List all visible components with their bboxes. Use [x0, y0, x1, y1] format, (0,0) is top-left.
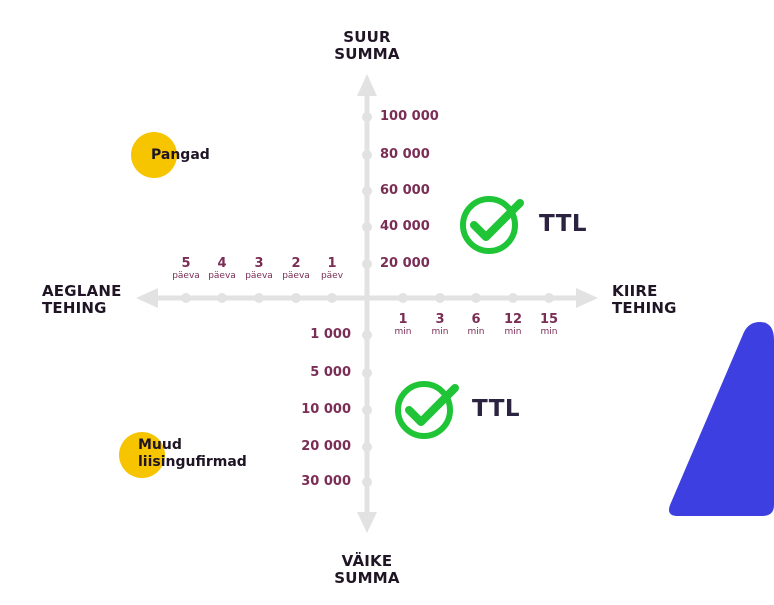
axis-title-line: TEHING — [612, 299, 677, 317]
tick-dot — [362, 405, 372, 415]
tick-number: 1 — [327, 256, 337, 271]
axis-arrow-down — [357, 512, 377, 533]
axis-title-line: TEHING — [42, 299, 107, 317]
minute-tick: 15 min — [529, 312, 569, 338]
ttl-label-lower: TTL — [472, 396, 521, 422]
axis-title-line: SUUR — [343, 28, 391, 46]
banks-label: Pangad — [151, 147, 210, 163]
vertical-tick-dots — [362, 112, 372, 487]
axis-title-line: KIIRE — [612, 282, 658, 300]
leasing-marker — [119, 432, 165, 478]
banks-marker — [131, 132, 177, 178]
tick-unit: päeva — [208, 271, 236, 281]
leasing-label: Muud liisingufirmad — [138, 437, 247, 471]
amount-label: 5 000 — [310, 365, 351, 380]
tick-number: 12 — [503, 312, 523, 327]
horizontal-tick-dots — [181, 293, 554, 303]
tick-dot — [362, 112, 372, 122]
ttl-label-upper: TTL — [539, 211, 588, 237]
minute-tick: 3 min — [420, 312, 460, 338]
axis-arrow-left — [136, 288, 158, 308]
tick-dot — [544, 293, 554, 303]
tick-unit: päeva — [245, 271, 273, 281]
axis-title-right: KIIRE TEHING — [612, 283, 677, 317]
tick-dot — [362, 150, 372, 160]
day-tick: 4 päeva — [202, 256, 242, 282]
tick-unit: min — [540, 327, 558, 337]
tick-dot — [471, 293, 481, 303]
tick-dot — [362, 442, 372, 452]
tick-number: 4 — [217, 256, 227, 271]
tick-number: 1 — [398, 312, 408, 327]
tick-dot — [398, 293, 408, 303]
tick-dot — [362, 222, 372, 232]
amount-label: 100 000 — [380, 109, 439, 124]
check-icon — [395, 381, 459, 439]
amount-label: 20 000 — [380, 256, 430, 271]
day-tick: 5 päeva — [166, 256, 206, 282]
accent-shape — [669, 322, 774, 516]
tick-number: 6 — [471, 312, 481, 327]
tick-number: 5 — [181, 256, 191, 271]
tick-dot — [362, 477, 372, 487]
tick-dot — [291, 293, 301, 303]
axis-arrow-up — [357, 74, 377, 96]
amount-label: 80 000 — [380, 147, 430, 162]
tick-unit: min — [467, 327, 485, 337]
tick-unit: min — [394, 327, 412, 337]
minute-tick: 6 min — [456, 312, 496, 338]
axis-title-left: AEGLANE TEHING — [42, 283, 122, 317]
tick-number: 3 — [254, 256, 264, 271]
axis-title-line: SUMMA — [334, 45, 400, 63]
tick-dot — [217, 293, 227, 303]
tick-dot — [327, 293, 337, 303]
check-icon — [460, 196, 524, 254]
leasing-label-line: liisingufirmad — [138, 454, 247, 470]
axis-title-line: VÄIKE — [341, 552, 393, 570]
amount-label: 20 000 — [301, 439, 351, 454]
tick-unit: päeva — [282, 271, 310, 281]
axis-title-top: SUUR SUMMA — [0, 29, 734, 63]
tick-dot — [362, 259, 372, 269]
day-tick: 1 päev — [312, 256, 352, 282]
minute-tick: 1 min — [383, 312, 423, 338]
axis-title-line: SUMMA — [334, 569, 400, 587]
minute-tick: 12 min — [493, 312, 533, 338]
axis-arrow-right — [576, 288, 598, 308]
amount-label: 30 000 — [301, 474, 351, 489]
axis-title-line: AEGLANE — [42, 282, 122, 300]
axis-title-bottom: VÄIKE SUMMA — [0, 553, 734, 587]
leasing-label-line: Muud — [138, 437, 182, 453]
amount-label: 40 000 — [380, 219, 430, 234]
amount-label: 60 000 — [380, 183, 430, 198]
tick-unit: min — [504, 327, 522, 337]
tick-unit: min — [431, 327, 449, 337]
amount-label: 10 000 — [301, 402, 351, 417]
tick-dot — [254, 293, 264, 303]
amount-label: 1 000 — [310, 327, 351, 342]
tick-dot — [362, 186, 372, 196]
tick-number: 2 — [291, 256, 301, 271]
tick-number: 3 — [435, 312, 445, 327]
tick-unit: päeva — [172, 271, 200, 281]
tick-dot — [435, 293, 445, 303]
tick-dot — [181, 293, 191, 303]
tick-unit: päev — [320, 271, 344, 281]
day-tick: 2 päeva — [276, 256, 316, 282]
tick-dot — [362, 368, 372, 378]
tick-dot — [362, 330, 372, 340]
tick-number: 15 — [539, 312, 559, 327]
day-tick: 3 päeva — [239, 256, 279, 282]
tick-dot — [508, 293, 518, 303]
